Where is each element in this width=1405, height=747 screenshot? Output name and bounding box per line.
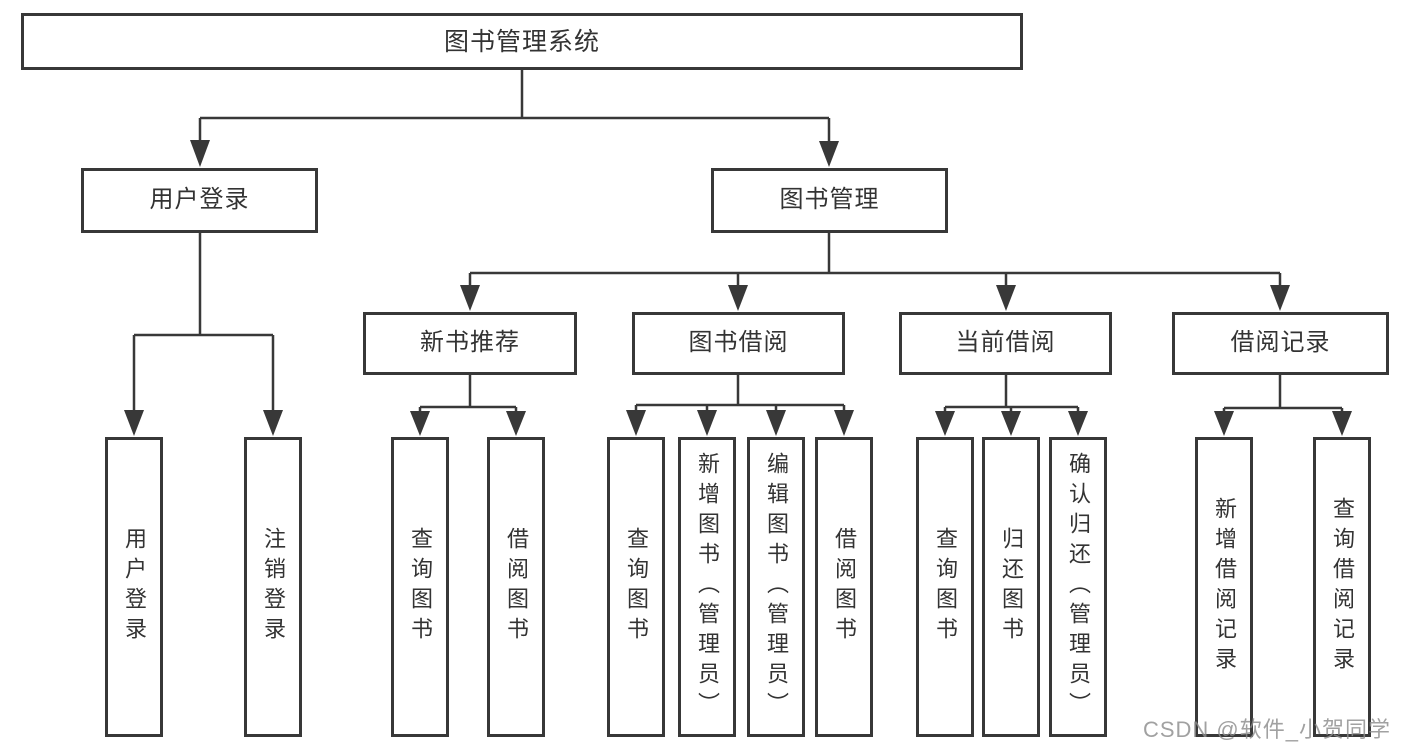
- node-label: 新书推荐: [420, 329, 520, 357]
- node-leaf-add-borrow-record: 新增借阅记录: [1195, 437, 1253, 737]
- node-label: 确认归还（管理员）: [1066, 452, 1091, 722]
- node-label: 用户登录: [122, 527, 147, 647]
- node-leaf-query-borrow-record: 查询借阅记录: [1313, 437, 1371, 737]
- node-label: 借阅图书: [832, 527, 857, 647]
- node-leaf-query-books-3: 查询图书: [916, 437, 974, 737]
- arrowhead: [935, 411, 955, 436]
- arrowhead: [697, 410, 717, 436]
- connector-borrowrecords-to-children: [1214, 375, 1352, 436]
- arrowhead: [1214, 411, 1234, 436]
- node-label: 注销登录: [261, 527, 286, 647]
- node-leaf-logout: 注销登录: [244, 437, 302, 737]
- arrowhead: [124, 410, 144, 436]
- node-leaf-borrow-books-1: 借阅图书: [487, 437, 545, 737]
- node-label: 新增图书（管理员）: [695, 452, 720, 722]
- arrowhead: [834, 410, 854, 436]
- node-leaf-confirm-return-admin: 确认归还（管理员）: [1049, 437, 1107, 737]
- arrowhead: [728, 285, 748, 311]
- arrowhead: [1270, 285, 1290, 311]
- connector-newbooks-to-children: [410, 375, 526, 436]
- node-current-borrow: 当前借阅: [899, 312, 1112, 375]
- node-label: 当前借阅: [955, 329, 1056, 357]
- watermark: CSDN @软件_小贺同学: [1142, 717, 1391, 742]
- node-borrow-records: 借阅记录: [1172, 312, 1389, 375]
- node-label: 编辑图书（管理员）: [764, 452, 789, 722]
- arrowhead: [263, 410, 283, 436]
- node-label: 查询借阅记录: [1330, 497, 1355, 677]
- arrowhead: [1332, 411, 1352, 436]
- node-leaf-query-books-2: 查询图书: [607, 437, 665, 737]
- arrowhead: [506, 411, 526, 436]
- node-book-management: 图书管理: [711, 168, 948, 233]
- node-new-book-recommend: 新书推荐: [363, 312, 577, 375]
- node-leaf-borrow-books-2: 借阅图书: [815, 437, 873, 737]
- connector-root-to-level2: [190, 70, 839, 167]
- node-label: 新增借阅记录: [1212, 497, 1237, 677]
- node-label: 用户登录: [149, 186, 250, 214]
- node-user-login: 用户登录: [81, 168, 318, 233]
- node-label: 查询图书: [408, 527, 433, 647]
- arrowhead: [190, 140, 210, 167]
- arrowhead: [410, 411, 430, 436]
- node-leaf-query-books-1: 查询图书: [391, 437, 449, 737]
- arrowhead: [1068, 411, 1088, 436]
- connector-bookmgmt-to-level3: [460, 233, 1290, 311]
- node-leaf-user-login: 用户登录: [105, 437, 163, 737]
- node-leaf-return-books: 归还图书: [982, 437, 1040, 737]
- node-label: 归还图书: [999, 527, 1024, 647]
- node-label: 图书管理系统: [443, 27, 600, 56]
- arrowhead: [1001, 411, 1021, 436]
- node-library-management-system: 图书管理系统: [21, 13, 1023, 70]
- arrowhead: [626, 410, 646, 436]
- node-label: 图书借阅: [688, 329, 789, 357]
- arrowhead: [766, 410, 786, 436]
- arrowhead: [460, 285, 480, 311]
- node-leaf-edit-books-admin: 编辑图书（管理员）: [747, 437, 805, 737]
- node-leaf-add-books-admin: 新增图书（管理员）: [678, 437, 736, 737]
- node-label: 借阅记录: [1230, 329, 1331, 357]
- node-label: 图书管理: [779, 186, 880, 214]
- connector-userlogin-to-children: [124, 233, 283, 436]
- node-book-borrow: 图书借阅: [632, 312, 845, 375]
- arrowhead: [819, 141, 839, 167]
- connector-currentborrow-to-children: [935, 375, 1088, 436]
- node-label: 借阅图书: [504, 527, 529, 647]
- node-label: 查询图书: [933, 527, 958, 647]
- connector-bookborrow-to-children: [626, 375, 854, 436]
- arrowhead: [996, 285, 1016, 311]
- node-label: 查询图书: [624, 527, 649, 647]
